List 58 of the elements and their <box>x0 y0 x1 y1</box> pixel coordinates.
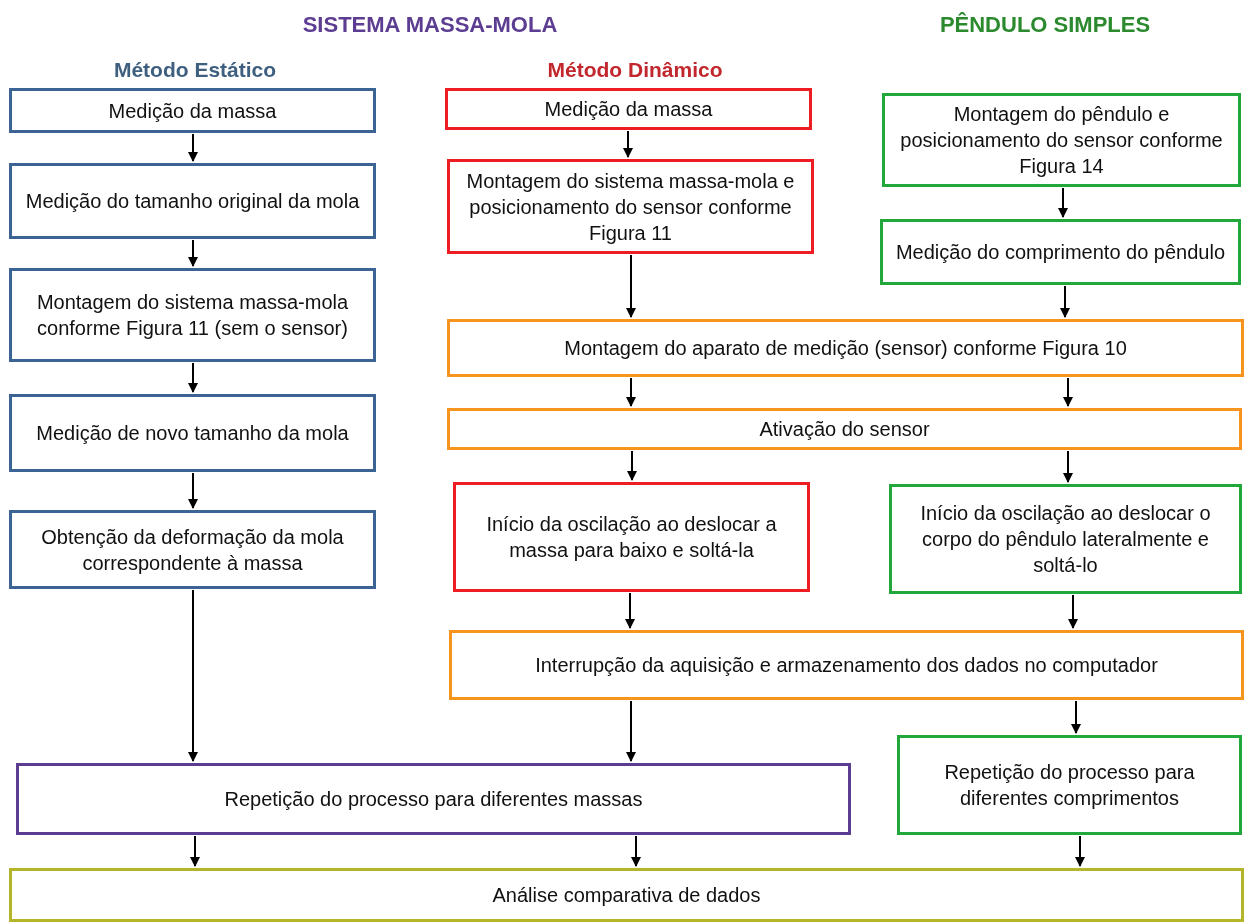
box-text: Medição da massa <box>544 97 713 122</box>
process-box <box>16 763 851 835</box>
arrow <box>623 130 633 158</box>
arrow <box>626 377 636 407</box>
box-text: Ativação do sensor <box>759 417 930 442</box>
process-box <box>9 163 376 239</box>
arrow <box>626 700 636 762</box>
process-box <box>880 219 1241 285</box>
process-box <box>882 93 1241 187</box>
arrow <box>188 239 198 267</box>
arrow <box>1063 377 1073 407</box>
column-heading: Método Estático <box>112 57 278 83</box>
process-box <box>897 735 1242 835</box>
arrow <box>631 835 641 867</box>
arrow <box>1071 700 1081 734</box>
arrow <box>1075 835 1085 867</box>
box-text: Montagem do aparato de medição (sensor) conforme Figura 10 <box>564 336 1127 361</box>
section-heading: PÊNDULO SIMPLES <box>938 11 1152 39</box>
process-box <box>9 868 1244 922</box>
box-text: Repetição do processo para diferentes comprimentos <box>943 760 1196 811</box>
arrow <box>627 450 637 481</box>
process-box <box>9 394 376 472</box>
box-text: Montagem do sistema massa-mola e posicionamento do sensor conforme Figura 11 <box>465 168 796 246</box>
box-text: Medição do comprimento do pêndulo <box>895 240 1226 265</box>
box-text: Montagem do sistema massa-mola conforme Figura 11 (sem o sensor) <box>35 290 350 341</box>
arrow <box>1058 187 1068 218</box>
arrow <box>188 589 198 762</box>
arrow <box>1068 594 1078 629</box>
arrow <box>188 472 198 509</box>
arrow <box>625 592 635 629</box>
box-text: Medição de novo tamanho da mola <box>36 421 349 446</box>
process-box <box>9 88 376 133</box>
arrow <box>188 133 198 162</box>
box-text: Interrupção da aquisição e armazenamento dos dados no computador <box>535 653 1158 678</box>
arrow <box>1063 450 1073 483</box>
box-text: Medição da massa <box>108 98 277 124</box>
process-box <box>447 159 814 254</box>
box-text: Início da oscilação ao deslocar a massa para baixo e soltá-la <box>485 512 778 563</box>
process-box <box>447 319 1244 377</box>
section-heading: SISTEMA MASSA-MOLA <box>301 11 559 39</box>
box-text: Medição do tamanho original da mola <box>25 189 360 214</box>
arrow <box>188 362 198 393</box>
arrow <box>626 254 636 318</box>
arrow <box>1060 285 1070 318</box>
process-box <box>9 268 376 362</box>
process-box <box>445 88 812 130</box>
process-box <box>9 510 376 589</box>
process-box <box>447 408 1242 450</box>
box-text: Início da oscilação ao deslocar o corpo do pêndulo lateralmente e soltá-lo <box>919 501 1212 578</box>
box-text: Montagem do pêndulo e posicionamento do sensor conforme Figura 14 <box>899 102 1224 179</box>
process-box <box>889 484 1242 594</box>
box-text: Obtenção da deformação da mola correspondente à massa <box>40 524 345 576</box>
process-box <box>453 482 810 592</box>
column-heading: Método Dinâmico <box>546 57 724 83</box>
arrow <box>190 835 200 867</box>
box-text: Análise comparativa de dados <box>492 883 761 908</box>
process-box <box>449 630 1244 700</box>
box-text: Repetição do processo para diferentes massas <box>224 787 643 812</box>
